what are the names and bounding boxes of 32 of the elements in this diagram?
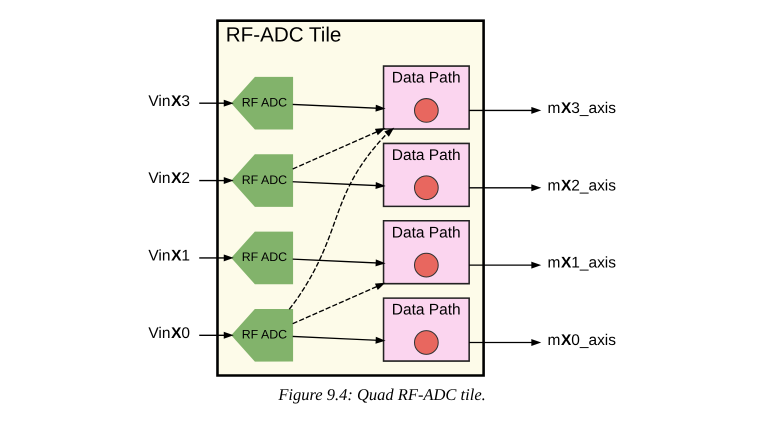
arrow	[198, 177, 234, 184]
cluster: Data Path	[382, 220, 470, 284]
node-text: mX3_axis	[547, 100, 616, 117]
caption: Figure 9.4: Quad RF-ADC tile.	[278, 385, 486, 404]
node-text: VinX3	[148, 92, 190, 110]
arrow	[292, 282, 385, 324]
arrow	[292, 258, 386, 266]
node-circle	[413, 252, 438, 278]
arrow	[468, 339, 541, 346]
arrow	[288, 128, 394, 310]
node-text: VinX2	[148, 170, 190, 188]
arrow	[292, 181, 386, 189]
node-circle	[413, 330, 438, 355]
arrow	[468, 184, 541, 192]
node-text: VinX0	[148, 324, 190, 342]
node-text: mX2_axis	[547, 177, 616, 194]
node-text: mX1_axis	[547, 254, 616, 272]
arrow	[292, 128, 385, 170]
arrow	[292, 336, 386, 344]
cluster: Data Path	[382, 297, 470, 362]
arrow	[198, 100, 234, 107]
arrow	[198, 332, 234, 339]
arrow	[468, 262, 541, 269]
arrow	[198, 254, 234, 262]
node-circle	[413, 175, 438, 200]
arrow	[292, 104, 386, 112]
arrow	[468, 106, 541, 114]
cluster: Data Path	[382, 65, 470, 130]
node-circle	[413, 98, 438, 123]
node-text: mX0_axis	[547, 332, 616, 350]
node-text: VinX1	[148, 247, 190, 264]
cluster: Data Path	[382, 142, 470, 208]
